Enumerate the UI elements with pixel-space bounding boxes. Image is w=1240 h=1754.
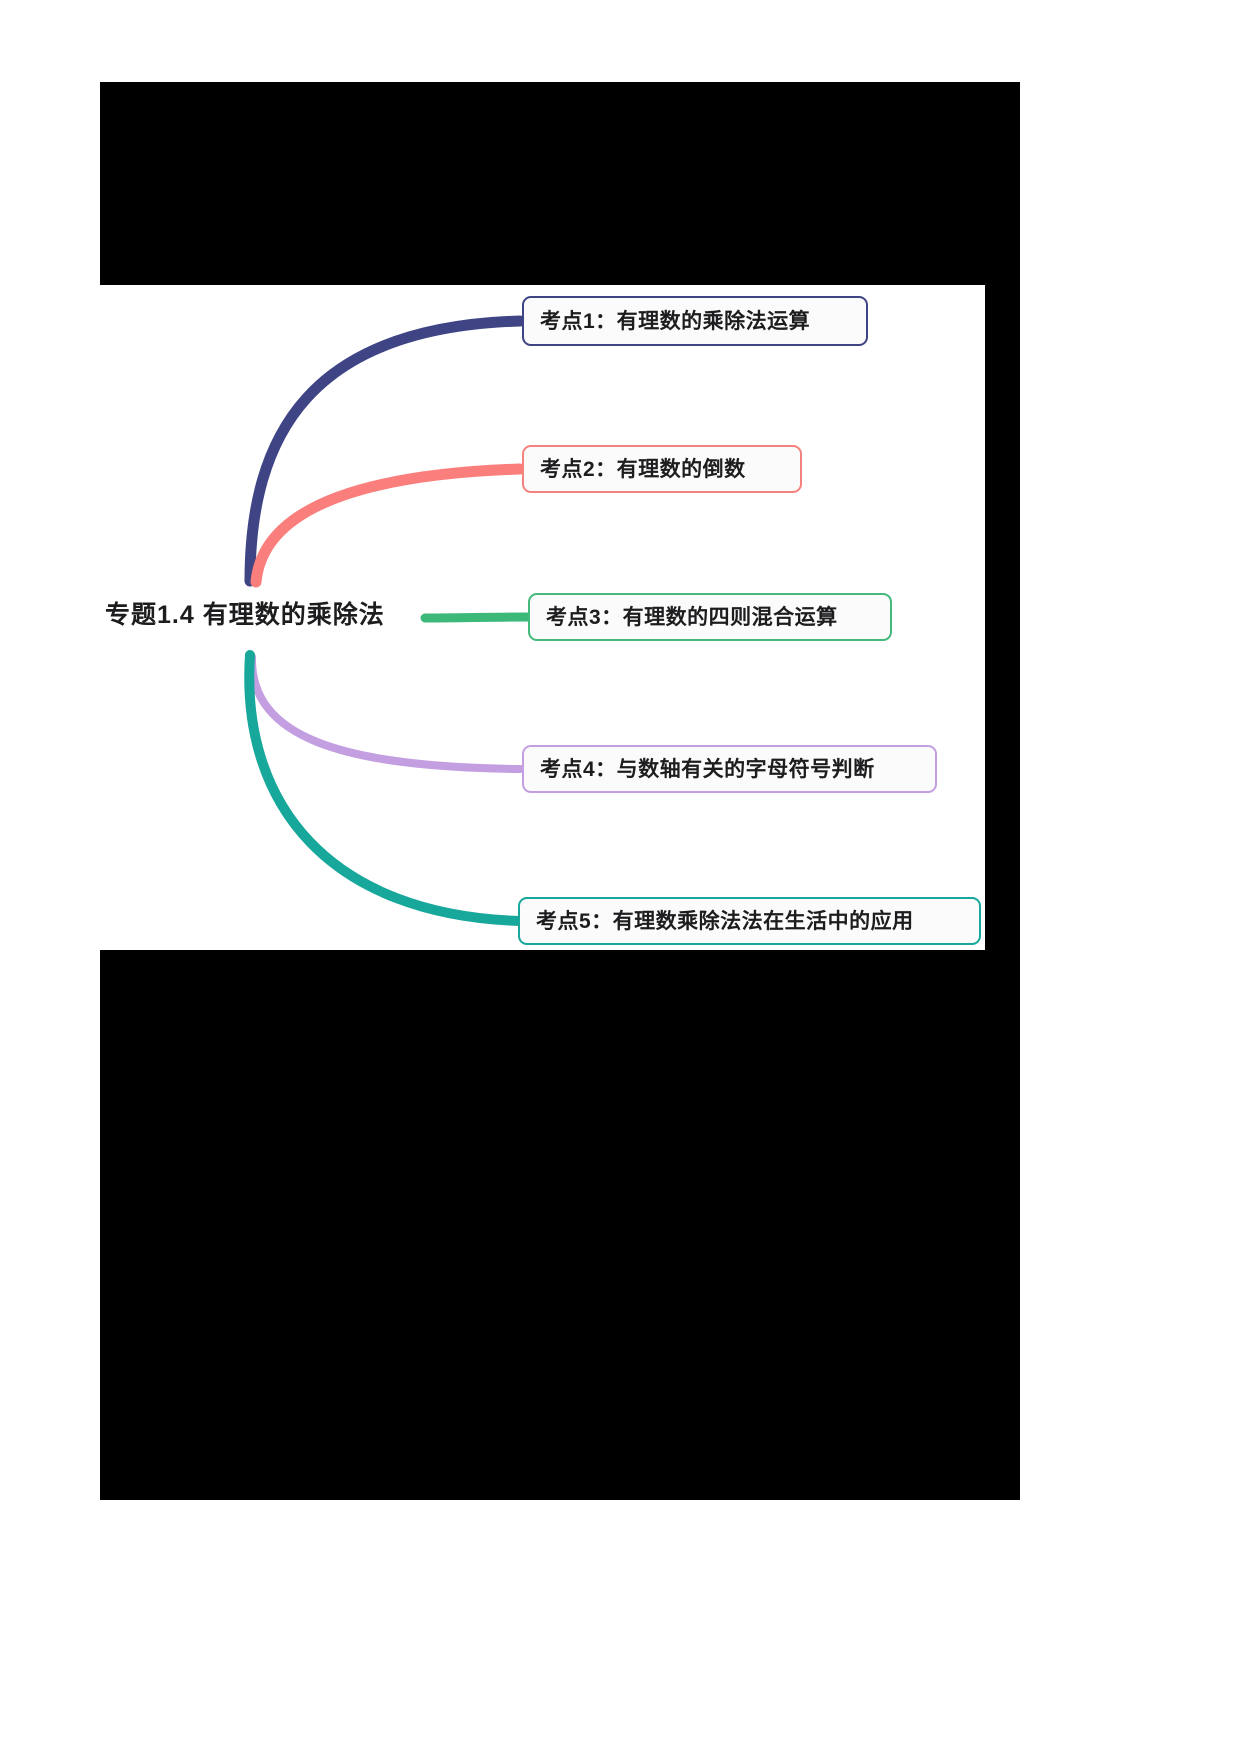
mindmap-node-kaodian-4[interactable]: 考点4：与数轴有关的字母符号判断	[522, 745, 937, 793]
branch-line-2	[250, 463, 526, 588]
mindmap-node-label: 考点1：有理数的乘除法运算	[540, 309, 811, 333]
branch-line-1	[244, 315, 526, 587]
mindmap-card: 专题1.4 有理数的乘除法 考点1：有理数的乘除法运算 考点2：有理数的倒数 考…	[100, 285, 985, 950]
mindmap-node-kaodian-1[interactable]: 考点1：有理数的乘除法运算	[522, 296, 868, 346]
branch-line-5	[244, 650, 525, 926]
mindmap-node-kaodian-3[interactable]: 考点3：有理数的四则混合运算	[528, 593, 892, 641]
mindmap-node-label: 考点3：有理数的四则混合运算	[546, 605, 838, 629]
mindmap-node-label: 考点2：有理数的倒数	[540, 457, 746, 481]
mindmap-branch-layer	[244, 315, 533, 926]
mindmap-node-kaodian-2[interactable]: 考点2：有理数的倒数	[522, 445, 802, 493]
branch-line-3	[420, 612, 533, 623]
mindmap-center-label: 专题1.4 有理数的乘除法	[105, 601, 385, 629]
mindmap-node-label: 考点4：与数轴有关的字母符号判断	[540, 757, 875, 781]
mindmap-node-kaodian-5[interactable]: 考点5：有理数乘除法法在生活中的应用	[518, 897, 981, 945]
mindmap-node-label: 考点5：有理数乘除法法在生活中的应用	[536, 909, 914, 933]
mindmap-center-node[interactable]: 专题1.4 有理数的乘除法	[105, 603, 385, 628]
branch-line-4	[247, 653, 524, 773]
